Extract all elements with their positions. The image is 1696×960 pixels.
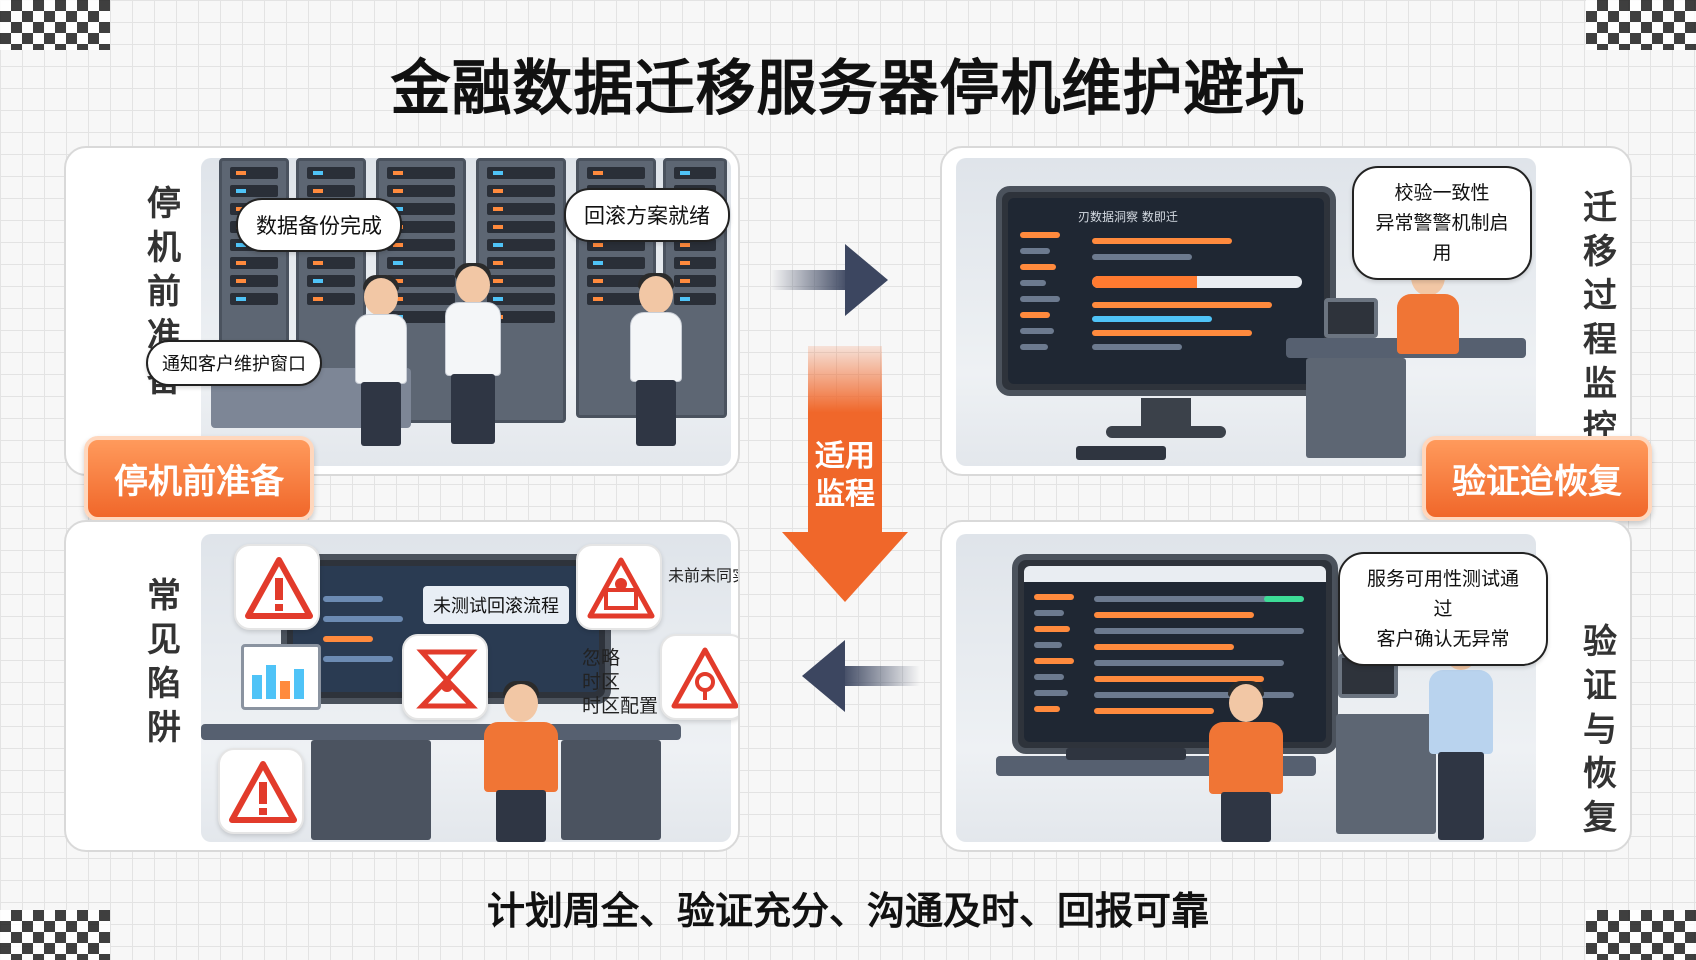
engineer-figure — [351, 275, 411, 448]
engineer-figure — [626, 273, 686, 448]
speech-bubble-backup: 数据备份完成 — [236, 198, 402, 252]
monitor-base — [1106, 426, 1226, 438]
page-title: 金融数据迁移服务器停机维护避坑 — [390, 54, 1306, 124]
small-monitor — [1324, 298, 1378, 338]
monitor-stand — [1141, 398, 1191, 428]
progress-fill — [1092, 276, 1197, 288]
monitor — [1012, 554, 1338, 754]
monitor: 刃数据洞察 数即迁 — [996, 186, 1336, 396]
bubble-line: 服务可用性测试通过 — [1366, 568, 1519, 620]
center-process-label: 适用监程 — [815, 439, 875, 512]
arrow-left-icon — [802, 640, 920, 712]
desk-cabinet — [1336, 714, 1436, 834]
hourglass-icon — [402, 634, 488, 720]
corner-decoration-top-right — [1586, 0, 1696, 50]
pitfall-note-item: 时区配置 — [582, 695, 659, 717]
screen-header: 刃数据洞察 数即迁 — [1078, 210, 1178, 224]
report-screen — [241, 644, 321, 710]
panel-verify: 服务可用性测试通过 客户确认无异常 验证与恢复 — [940, 520, 1632, 852]
badge-monitor: 验证迨恢复 — [1422, 436, 1652, 521]
corner-decoration-bottom-left — [0, 910, 110, 960]
desk-cabinet — [311, 740, 431, 840]
panel-verify-side-label: 验证与恢复 — [1583, 622, 1617, 838]
arrow-right-icon — [770, 244, 888, 316]
warning-icon — [234, 544, 320, 630]
corner-decoration-top-left — [0, 0, 110, 50]
work-desk — [201, 724, 681, 740]
panel-monitor-side-label: 迁移过程监控 — [1583, 188, 1617, 448]
speech-bubble-consistency: 校验一致性 异常警警机制启用 — [1352, 166, 1532, 280]
warning-icon — [660, 634, 738, 720]
keyboard — [1076, 446, 1166, 460]
speech-bubble-service-test: 服务可用性测试通过 客户确认无异常 — [1338, 552, 1548, 666]
server-rack — [476, 158, 566, 423]
pitfall-note-list: 忽略 时区 时区配置 — [582, 646, 658, 718]
arrow-down-icon — [782, 346, 908, 602]
bubble-line: 校验一致性 — [1394, 182, 1490, 204]
bubble-line: 客户确认无异常 — [1376, 628, 1510, 650]
engineer-figure — [1206, 681, 1286, 842]
screen-warning-text: 未测试回滚流程 — [423, 586, 569, 624]
panel-prep: 停机前准备 — [64, 146, 740, 476]
corner-decoration-bottom-right — [1586, 910, 1696, 960]
monitor-screen — [1024, 566, 1326, 742]
progress-bar — [1092, 276, 1302, 288]
panel-pitfalls-side-label: 常见陷阱 — [147, 576, 181, 748]
monitoring-scene: 刃数据洞察 数即迁 — [956, 158, 1536, 466]
alarm-icon — [576, 544, 662, 630]
bubble-line: 异常警警机制启用 — [1375, 212, 1509, 264]
badge-prep: 停机前准备 — [84, 436, 314, 521]
warning-icon — [218, 748, 304, 834]
engineer-figure — [481, 681, 561, 842]
desk-cabinet — [1306, 358, 1406, 458]
keyboard — [1066, 748, 1186, 760]
panel-pitfalls: 常见陷阱 未测试回滚流程 — [64, 520, 740, 852]
pitfall-note-top: 未前未同实简 — [668, 566, 738, 585]
verify-scene — [956, 534, 1536, 842]
speech-bubble-notify: 通知客户维护窗口 — [146, 340, 322, 386]
pitfall-note-item: 时区 — [582, 671, 621, 693]
monitor-screen: 刃数据洞察 数即迁 — [1008, 198, 1324, 384]
pitfall-note-item: 忽略 — [582, 647, 621, 669]
panel-monitor: 刃数据洞察 数即迁 — [940, 146, 1632, 476]
monitor-screen: 未测试回滚流程 — [293, 566, 599, 692]
desk-cabinet — [561, 740, 661, 840]
speech-bubble-rollback: 回滚方案就绪 — [564, 188, 730, 242]
engineer-figure — [441, 263, 505, 446]
footer-slogan: 计划周全、验证充分、沟通及时、回报可靠 — [486, 889, 1209, 933]
